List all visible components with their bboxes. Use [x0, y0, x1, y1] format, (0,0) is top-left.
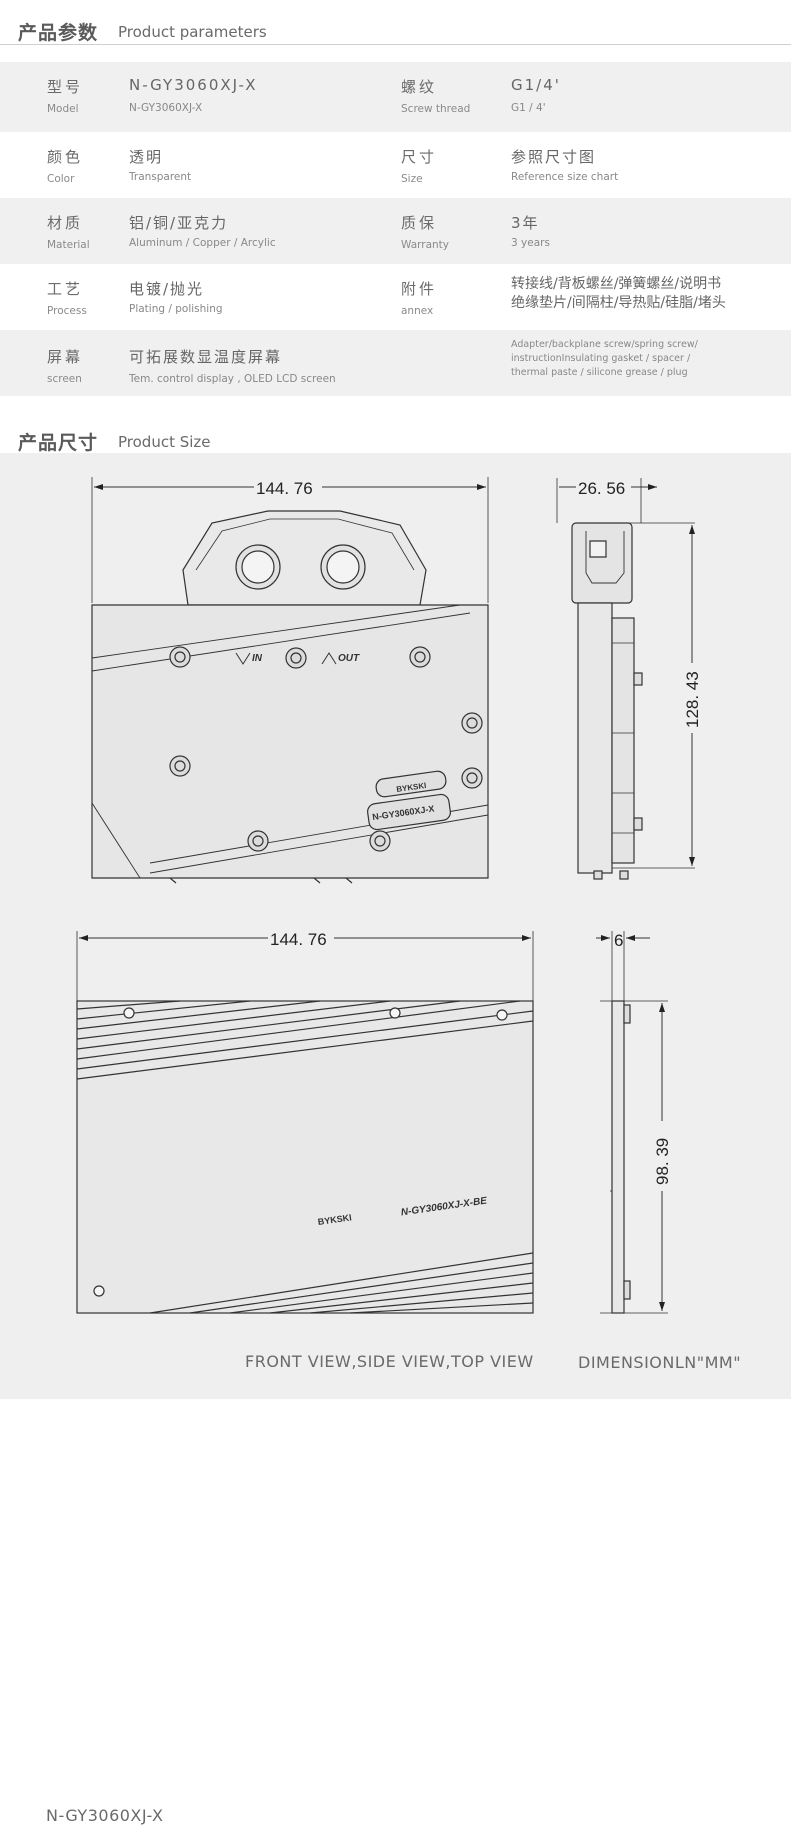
size-label-en: Size — [401, 173, 423, 185]
material-value-en: Aluminum / Copper / Arcylic — [129, 237, 276, 249]
annex-value-en-1: Adapter/backplane screw/spring screw/ — [511, 339, 698, 350]
process-label-cn: 工艺 — [47, 280, 84, 298]
params-table: 型号 Model N-GY3060XJ-X N-GY3060XJ-X 螺纹 Sc… — [0, 62, 791, 396]
size-section-header: 产品尺寸 Product Size — [0, 410, 791, 455]
color-value-cn: 透明 — [129, 148, 164, 166]
thread-value-cn: G1/4' — [511, 76, 561, 94]
size-title-cn: 产品尺寸 — [18, 432, 99, 454]
screen-value-en: Tem. control display , OLED LCD screen — [129, 373, 336, 385]
annex-label-cn: 附件 — [401, 280, 438, 298]
annex-value-cn-2: 绝缘垫片/间隔柱/导热贴/硅脂/堵头 — [511, 295, 726, 311]
thread-label-en: Screw thread — [401, 103, 471, 115]
annex-value-en-3: thermal paste / silicone grease / plug — [511, 367, 688, 378]
footer-model: N-GY3060XJ-X — [46, 1806, 164, 1825]
param-row-screen: 屏幕 screen 可拓展数显温度屏幕 Tem. control display… — [0, 330, 791, 396]
technical-drawing: 144. 76 IN OUT BYKSKI N-GY3060XJ-X — [76, 477, 702, 1314]
back-side-width-dim: 6 — [614, 931, 623, 950]
back-width-dim: 144. 76 — [270, 930, 327, 949]
size-title-en: Product Size — [118, 433, 211, 451]
brand-logo-back: BYKSKI — [317, 1212, 352, 1227]
process-value-en: Plating / polishing — [129, 303, 223, 315]
param-row-color: 颜色 Color 透明 Transparent 尺寸 Size 参照尺寸图 Re… — [0, 132, 791, 198]
color-value-en: Transparent — [129, 171, 192, 183]
front-view — [91, 477, 489, 884]
size-label-cn: 尺寸 — [401, 148, 438, 166]
warranty-label-en: Warranty — [401, 239, 450, 251]
model-label-cn: 型号 — [47, 78, 84, 96]
params-section-header: 产品参数 Product parameters — [0, 0, 791, 45]
process-label-en: Process — [47, 305, 87, 317]
material-value-cn: 铝/铜/亚克力 — [129, 214, 229, 232]
screen-value-cn: 可拓展数显温度屏幕 — [129, 348, 283, 366]
front-width-dim: 144. 76 — [256, 479, 313, 498]
model-value-cn: N-GY3060XJ-X — [129, 76, 258, 94]
annex-value-en-2: instructionInsulating gasket / spacer / — [511, 353, 691, 364]
side-height-dim: 128. 43 — [683, 671, 702, 728]
screen-label-en: screen — [47, 373, 82, 385]
warranty-value-en: 3 years — [511, 237, 550, 249]
side-view — [556, 478, 695, 880]
annex-value-cn-1: 转接线/背板螺丝/弹簧螺丝/说明书 — [511, 276, 722, 292]
back-height-dim: 98. 39 — [653, 1138, 672, 1185]
annex-label-en: annex — [401, 305, 434, 317]
footer-views: FRONT VIEW,SIDE VIEW,TOP VIEW — [245, 1352, 534, 1371]
thread-value-en: G1 / 4' — [511, 102, 546, 114]
params-title-cn: 产品参数 — [18, 22, 99, 44]
color-label-cn: 颜色 — [47, 148, 84, 166]
material-label-en: Material — [47, 239, 90, 251]
param-row-model: 型号 Model N-GY3060XJ-X N-GY3060XJ-X 螺纹 Sc… — [0, 62, 791, 132]
process-value-cn: 电镀/抛光 — [129, 280, 205, 298]
model-value-en: N-GY3060XJ-X — [129, 102, 203, 114]
side-width-dim: 26. 56 — [578, 479, 625, 498]
material-label-cn: 材质 — [47, 214, 84, 232]
color-label-en: Color — [47, 173, 75, 185]
footer-unit: DIMENSIONLN"MM" — [578, 1353, 742, 1372]
size-value-cn: 参照尺寸图 — [511, 148, 597, 166]
size-value-en: Reference size chart — [511, 171, 619, 183]
thread-label-cn: 螺纹 — [401, 78, 438, 96]
param-row-process: 工艺 Process 电镀/抛光 Plating / polishing 附件 … — [0, 264, 791, 330]
param-row-material: 材质 Material 铝/铜/亚克力 Aluminum / Copper / … — [0, 198, 791, 264]
model-label-en: Model — [47, 103, 79, 115]
out-label: OUT — [338, 653, 360, 664]
warranty-value-cn: 3年 — [511, 214, 540, 232]
in-label: IN — [252, 653, 263, 664]
params-title-en: Product parameters — [118, 23, 267, 41]
brand-logo-front: BYKSKI — [396, 781, 427, 794]
screen-label-cn: 屏幕 — [47, 348, 84, 366]
back-view — [76, 931, 668, 1314]
size-drawing-area: 144. 76 IN OUT BYKSKI N-GY3060XJ-X — [0, 453, 791, 1825]
warranty-label-cn: 质保 — [401, 214, 438, 232]
